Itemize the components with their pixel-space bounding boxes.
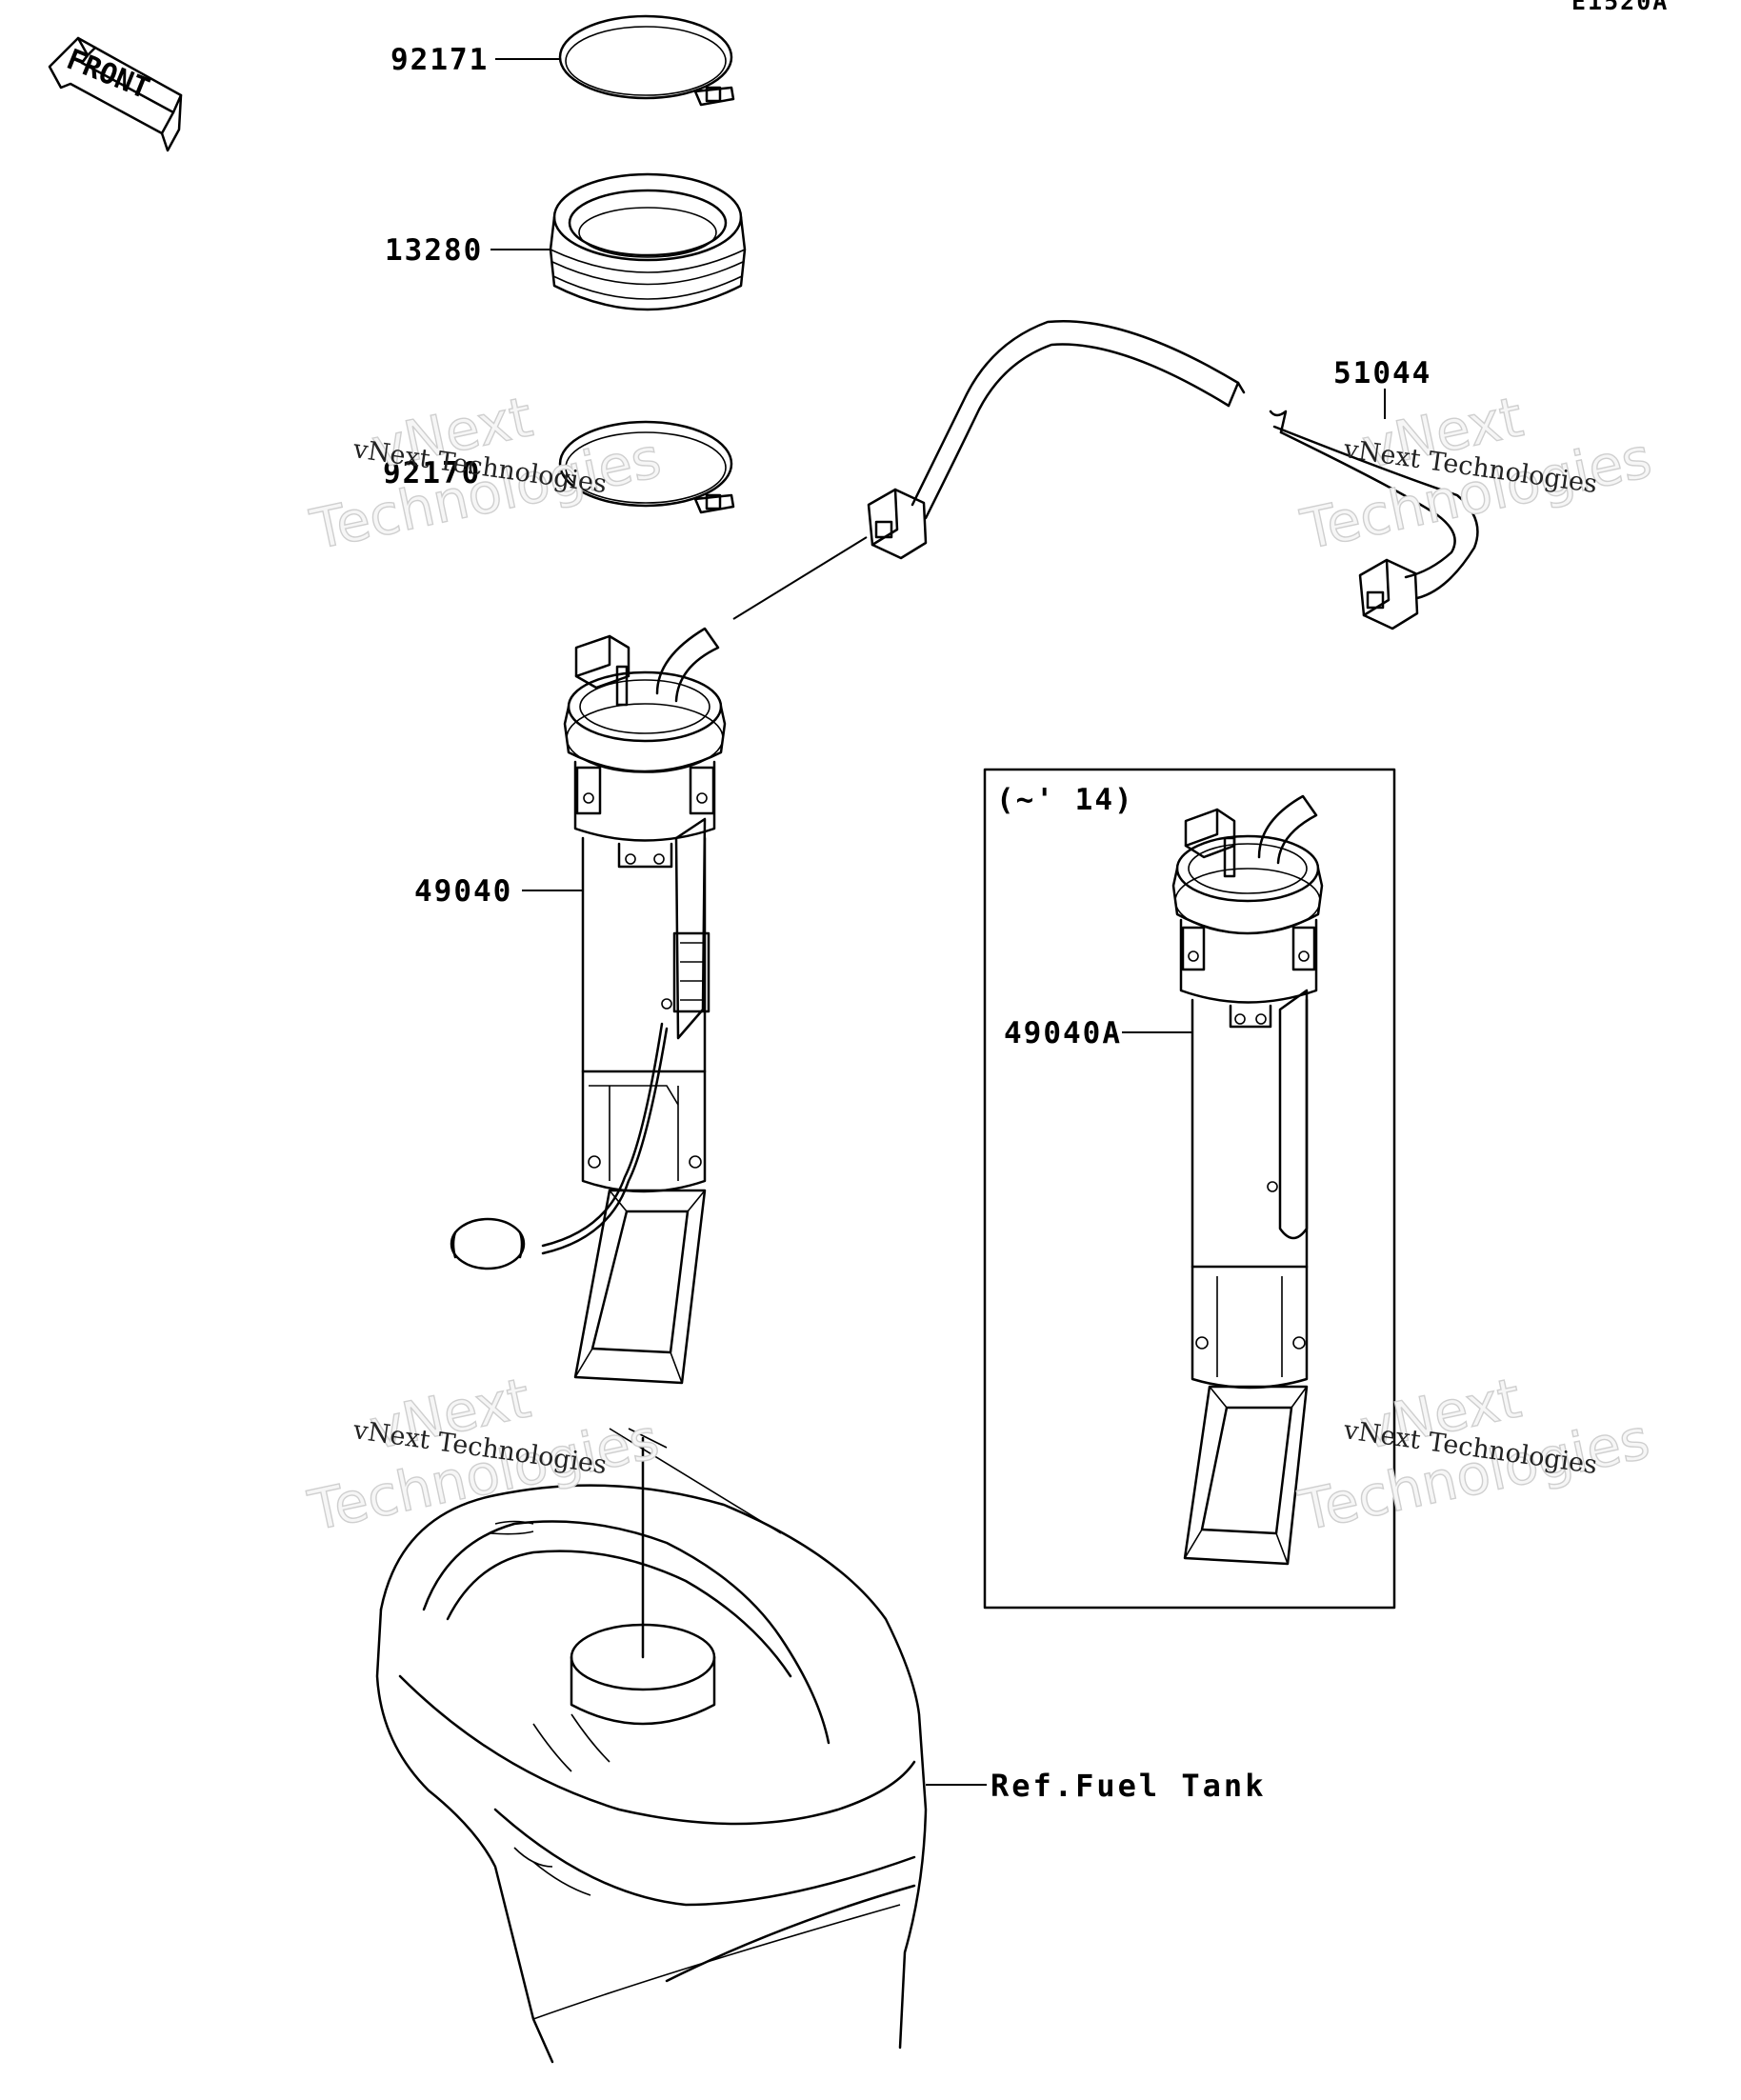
harness-51044 <box>867 320 1479 630</box>
part-label-92170: 92170 <box>383 456 481 490</box>
grommet-13280 <box>549 172 747 311</box>
inset-box <box>983 768 1396 1610</box>
fuel-pump-49040 <box>450 627 727 1385</box>
clamp-92170 <box>558 420 735 514</box>
part-label-49040: 49040 <box>414 874 512 909</box>
front-arrow-icon: FRONT <box>48 36 183 152</box>
clamp-92171 <box>558 14 735 107</box>
front-label: FRONT <box>62 43 154 106</box>
figure-code: E1520A <box>1571 0 1669 15</box>
reference-label: Ref.Fuel Tank <box>991 1768 1266 1804</box>
fuel-pump-49040A <box>1171 794 1324 1566</box>
fuel-tank <box>375 1428 928 2064</box>
part-label-13280: 13280 <box>385 233 483 268</box>
part-label-49040A: 49040A <box>1004 1016 1122 1050</box>
inset-label: (~' 14) <box>996 783 1134 817</box>
part-label-51044: 51044 <box>1333 356 1431 390</box>
part-label-92171: 92171 <box>390 43 489 77</box>
